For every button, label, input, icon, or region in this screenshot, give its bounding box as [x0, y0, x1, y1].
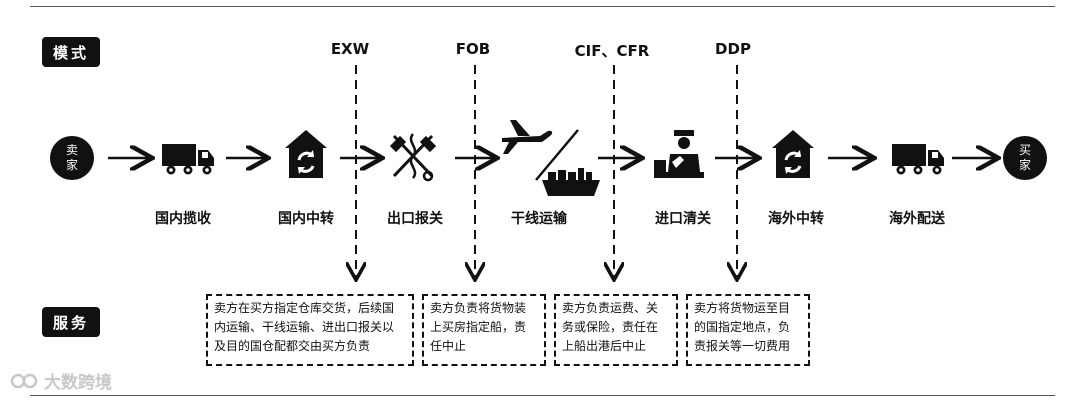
airplane-icon — [502, 120, 553, 154]
term-exw: EXW — [330, 40, 370, 58]
watermark-logo-icon — [10, 373, 38, 388]
clearance-officer-icon — [654, 130, 704, 178]
ship-icon — [542, 168, 600, 196]
service-line: 卖方负责运费、关 — [562, 301, 659, 315]
truck-icon — [892, 144, 944, 175]
service-line: 卖方在买方指定仓库交货，后续国 — [214, 301, 395, 315]
service-line: 上船出港后中止 — [562, 339, 647, 353]
service-line: 及目的国仓配都交由买方负责 — [214, 339, 371, 353]
stage-domestic-pickup: 国内揽收 — [155, 211, 211, 227]
top-rule — [30, 6, 1055, 7]
service-line: 的国指定地点，负 — [694, 320, 791, 334]
customs-icon — [389, 133, 437, 182]
service-line: 务或保险，责任在 — [562, 320, 659, 334]
stage-overseas-delivery: 海外配送 — [889, 211, 945, 227]
stage-domestic-transit: 国内中转 — [278, 211, 334, 227]
transport-slash — [535, 129, 579, 181]
warehouse-icon — [285, 130, 327, 178]
watermark: 大数跨境 — [10, 368, 112, 393]
buyer-label: 买家 — [1018, 143, 1031, 172]
service-box-fob: 卖方负责将货物装 上买房指定船，责 任中止 — [422, 294, 546, 366]
service-line: 卖方负责将货物装 — [430, 301, 527, 315]
term-cif-cfr: CIF、CFR — [574, 42, 650, 60]
buyer-node: 买家 — [1003, 136, 1047, 180]
term-ddp: DDP — [715, 40, 751, 58]
service-line: 卖方将货物运至目 — [694, 301, 791, 315]
service-line: 责报关等一切费用 — [694, 339, 791, 353]
stage-import-clearance: 进口清关 — [655, 211, 711, 227]
service-box-cif: 卖方负责运费、关 务或保险，责任在 上船出港后中止 — [554, 294, 678, 366]
term-fob: FOB — [455, 40, 491, 58]
service-line: 内运输、干线运输、进出口报关以 — [214, 320, 395, 334]
warehouse-icon — [772, 130, 814, 178]
service-box-exw: 卖方在买方指定仓库交货，后续国 内运输、干线运输、进出口报关以 及目的国仓配都交… — [206, 294, 414, 366]
watermark-text: 大数跨境 — [44, 373, 112, 393]
bottom-rule — [30, 395, 1055, 396]
service-box-ddp: 卖方将货物运至目 的国指定地点，负 责报关等一切费用 — [686, 294, 810, 366]
mode-label: 模式 — [42, 37, 100, 67]
service-label: 服务 — [42, 307, 100, 337]
service-line: 上买房指定船，责 — [430, 320, 527, 334]
seller-label: 卖家 — [65, 143, 78, 172]
stage-export-declaration: 出口报关 — [387, 211, 443, 227]
stage-main-transport: 干线运输 — [511, 211, 567, 227]
service-line: 任中止 — [430, 339, 467, 353]
truck-icon — [162, 144, 214, 175]
seller-node: 卖家 — [50, 136, 94, 180]
stage-overseas-transit: 海外中转 — [768, 211, 824, 227]
